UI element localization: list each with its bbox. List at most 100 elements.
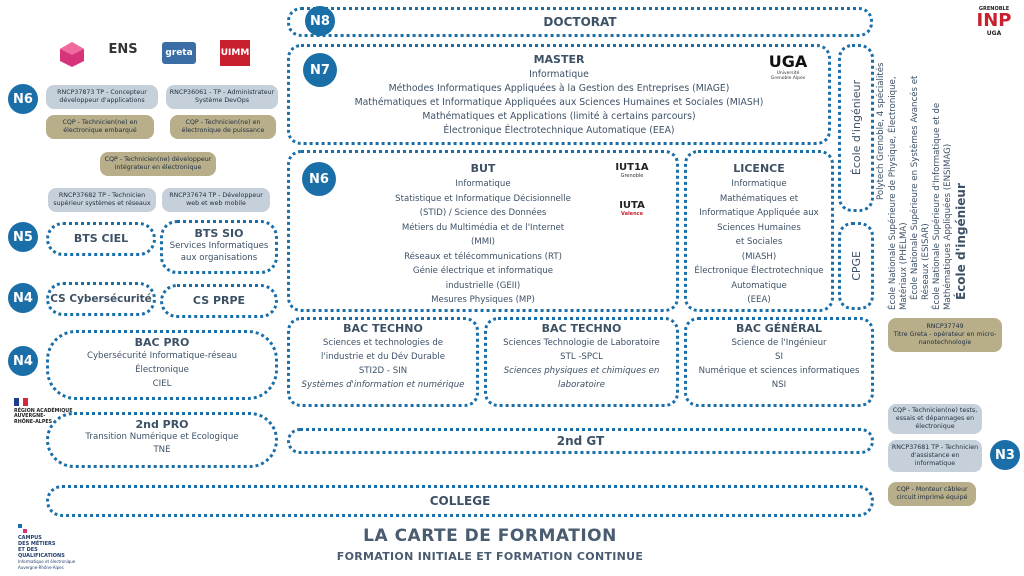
inp-school: École Nationale Supérieure d'Informatiqu… (932, 102, 953, 310)
but-programs: Informatique Statistique et Informatique… (290, 177, 676, 308)
licence-programs: Informatique Mathématiques et Informatiq… (687, 177, 831, 308)
doctorat-box: DOCTORAT (287, 7, 873, 37)
bac-pro-title: BAC PRO (134, 336, 190, 349)
cpge-box: CPGE (838, 222, 874, 310)
second-gt-box: 2nd GT (287, 428, 874, 454)
doctorat-title: DOCTORAT (543, 15, 617, 29)
bac-general-line: SI (775, 352, 783, 362)
grenoble-inp-logo: GRENOBLE INP UGA (976, 6, 1012, 37)
bac-techno-italic: laboratoire (557, 380, 605, 390)
inp-title: École d'ingénieur (954, 183, 968, 300)
bac-general-title: BAC GÉNÉRAL (735, 322, 823, 335)
footer-subtitle: FORMATION INITIALE ET FORMATION CONTINUE (336, 550, 644, 563)
but-program: Réseaux et télécommunications (RT) (404, 251, 562, 262)
licence-program: Informatique Appliquée aux (699, 208, 819, 218)
but-program: Mesures Physiques (MP) (431, 295, 535, 305)
bac-pro-line: Électronique (135, 365, 189, 375)
level-badge-n7: N7 (303, 53, 337, 87)
partner-logo-greta: greta (162, 42, 196, 64)
level-badge-n4-bacpro: N4 (8, 346, 38, 376)
bac-techno-line: Sciences et technologies de (322, 338, 444, 348)
bts-ciel-box: BTS CIEL (46, 222, 156, 256)
partner-logo-cube (58, 40, 86, 68)
bac-pro-line: CIEL (152, 379, 172, 389)
level-badge-n3: N3 (990, 440, 1020, 470)
bac-techno-italic: Systèmes d'information et numérique (301, 380, 465, 390)
level-badge-n6-left: N6 (8, 84, 38, 114)
region-academique-logo: RÉGION ACADÉMIQUE AUVERGNE- RHÔNE-ALPES (14, 398, 74, 425)
licence-box: LICENCE Informatique Mathématiques et In… (684, 150, 834, 312)
college-title: COLLEGE (429, 494, 491, 508)
bac-techno-stl-title: BAC TECHNO (541, 322, 622, 335)
second-gt-title: 2nd GT (556, 434, 605, 448)
college-box: COLLEGE (46, 485, 874, 517)
master-program: Mathématiques et Applications (limité à … (422, 111, 696, 122)
bac-general-line: Numérique et sciences informatiques (698, 366, 860, 376)
inp-school: École Nationale Supérieure en Systèmes A… (910, 75, 931, 300)
uga-logo: UGA Université Grenoble Alpes (768, 52, 808, 81)
cs-prpe-title: CS PRPE (192, 294, 246, 307)
master-program: Méthodes Informatiques Appliquées à la G… (388, 83, 730, 94)
bts-sio-line: aux organisations (180, 253, 258, 263)
licence-title: LICENCE (733, 162, 785, 175)
partner-logo-ens: ENS (108, 42, 138, 57)
bac-techno-sti2d-title: BAC TECHNO (343, 322, 423, 335)
bts-ciel-title: BTS CIEL (73, 232, 129, 245)
level-badge-n6: N6 (302, 162, 336, 196)
second-pro-line: TNE (153, 445, 171, 455)
inp-school: Polytech Grenoble, 4 spécialités (876, 62, 886, 200)
but-program: industrielle (GEII) (445, 280, 521, 291)
inp-schools: École d'ingénieur École Nationale Supéri… (876, 40, 1008, 314)
but-program: (MMI) (470, 237, 496, 247)
licence-program: Informatique (731, 179, 787, 189)
second-pro-box: 2nd PRO Transition Numérique et Ecologiq… (46, 412, 278, 468)
iut1-logo: IUT1A Grenoble (615, 162, 649, 179)
bac-techno-line: STL -SPCL (560, 352, 603, 362)
rncp-micro-nano-pill: RNCP37749 Titre Greta - opérateur en mic… (888, 318, 1002, 352)
cs-cyber-title: CS Cybersécurité (50, 293, 152, 305)
bac-techno-line: l'industrie et du Dév Durable (320, 352, 445, 362)
but-program: (STID) / Science des Données (419, 208, 547, 218)
licence-program: Mathématiques et (719, 193, 799, 204)
licence-program: Sciences Humaines (717, 222, 801, 233)
inp-school: École Nationale Supérieure de Physique, … (888, 76, 909, 310)
cube-logo-icon (60, 42, 84, 67)
second-pro-title: 2nd PRO (135, 418, 189, 431)
bac-techno-line: STI2D - SIN (358, 366, 408, 376)
cqp-monteur-pill: CQP - Monteur câbleur circuit imprimé éq… (888, 482, 976, 506)
bac-general-line: Science de l'Ingénieur (731, 338, 827, 348)
ecole-ingenieur-box: École d'ingénieur (838, 44, 874, 212)
master-box: MASTER Informatique Méthodes Informatiqu… (287, 44, 831, 145)
licence-program: et Sociales (735, 237, 783, 247)
bac-techno-sti2d-box: BAC TECHNO Sciences et technologies de l… (287, 317, 479, 407)
master-program: Électronique Électrotechnique Automatiqu… (443, 125, 675, 136)
bts-sio-title: BTS SIO (194, 227, 244, 240)
cs-cyber-box: CS Cybersécurité (46, 282, 156, 316)
but-program: Statistique et Informatique Décisionnell… (395, 193, 571, 204)
second-pro-line: Transition Numérique et Ecologique (85, 432, 239, 442)
partner-logo-uimm: UIMM (220, 40, 250, 66)
licence-program: (MIASH) (741, 251, 777, 262)
footer-title: LA CARTE DE FORMATION (363, 526, 617, 546)
iut-valence-logo: IUTA Valence (619, 200, 645, 217)
licence-program: Électronique Électrotechnique (694, 266, 824, 276)
cs-prpe-box: CS PRPE (160, 284, 278, 318)
master-program: Mathématiques et Informatique Appliquées… (354, 97, 764, 108)
campus-icon (18, 524, 27, 533)
bac-pro-box: BAC PRO Cybersécurité Informatique-résea… (46, 330, 278, 400)
master-program: Informatique (529, 69, 589, 80)
bac-general-line: NSI (771, 380, 787, 390)
bac-techno-line: Sciences Technologie de Laboratoire (503, 338, 660, 348)
bac-techno-italic: Sciences physiques et chimiques en (503, 366, 660, 376)
level-badge-n4-cs: N4 (8, 283, 38, 313)
level-badge-n8: N8 (305, 6, 335, 36)
bac-pro-line: Cybersécurité Informatique-réseau (86, 351, 238, 361)
rncp-assistance-pill: RNCP37681 TP - Technicien d'assistance e… (888, 440, 982, 472)
